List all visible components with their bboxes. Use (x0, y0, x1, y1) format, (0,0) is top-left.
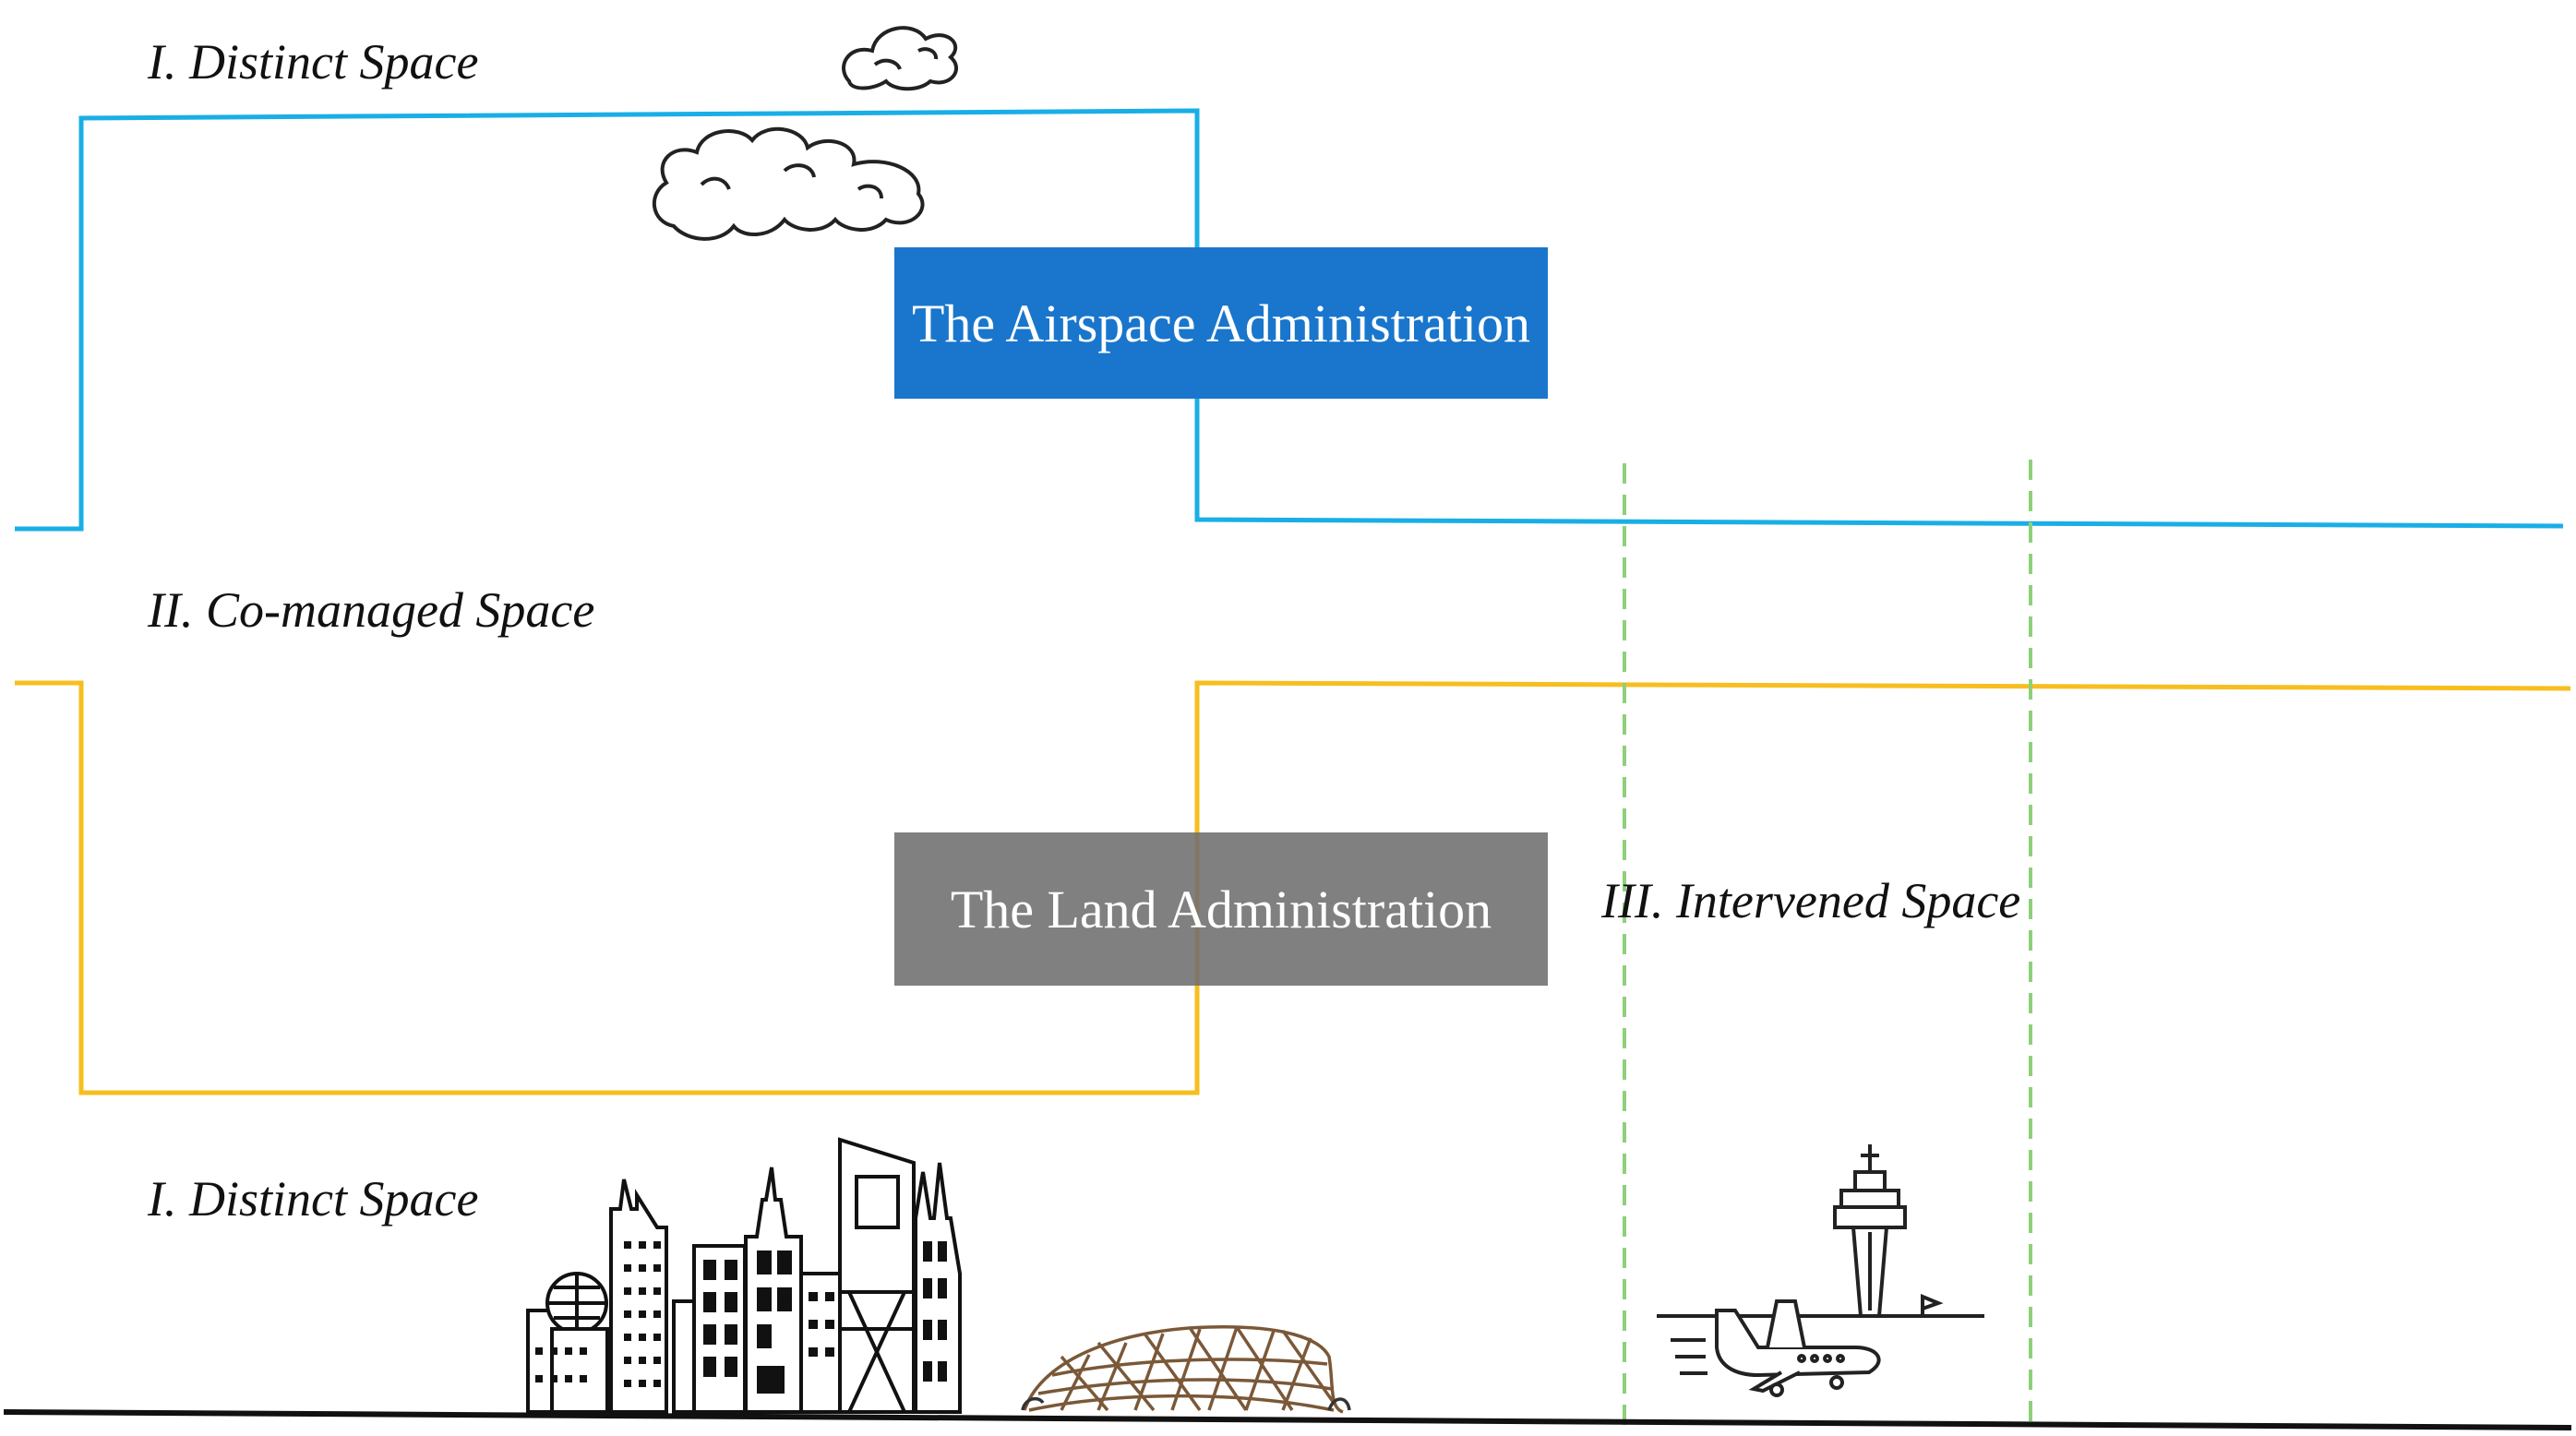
distinct-space-top-label: I. Distinct Space (148, 34, 479, 90)
airspace-administration-box: The Airspace Administration (894, 247, 1548, 399)
cloud-icon (652, 126, 925, 241)
airport-tower-icon (1657, 1144, 1984, 1318)
city-windows (535, 1241, 947, 1394)
distinct-space-bottom-label: I. Distinct Space (148, 1171, 479, 1227)
ground-line (3, 1409, 2572, 1430)
airspace-boundary-line (15, 108, 2564, 532)
land-administration-label: The Land Administration (950, 879, 1492, 939)
airspace-administration-label: The Airspace Administration (911, 293, 1531, 353)
city-skyline-icon (526, 1137, 962, 1414)
airplane-icon (1671, 1299, 1881, 1397)
cloud-icon (842, 26, 958, 91)
land-administration-box: The Land Administration (894, 832, 1548, 986)
land-boundary-line (15, 680, 2571, 1095)
intervened-space-label: III. Intervened Space (1601, 873, 2021, 928)
stadium-icon (1021, 1325, 1351, 1414)
comanaged-space-label: II. Co-managed Space (148, 582, 595, 638)
